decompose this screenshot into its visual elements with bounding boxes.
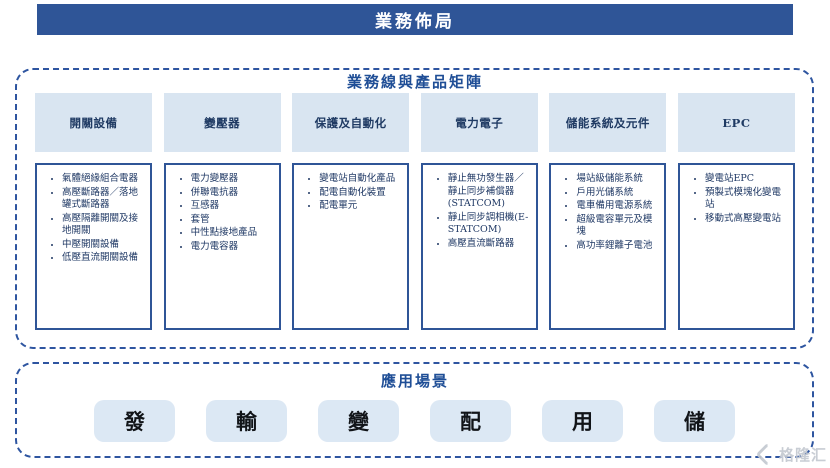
product-item: 超級電容單元及模塊 bbox=[576, 214, 661, 239]
matrix-columns: 開關設備 氣體絕緣組合電器 高壓斷路器／落地罐式斷路器 高壓隔離開關及接地開關 … bbox=[35, 93, 795, 330]
product-item: 氣體絕緣組合電器 bbox=[62, 173, 147, 186]
scenario-section-title: 應用場景 bbox=[380, 372, 449, 390]
product-item: 中性點接地產品 bbox=[191, 227, 276, 240]
column-header: 電力電子 bbox=[420, 93, 538, 152]
column-header: EPC bbox=[677, 93, 795, 152]
product-item: 場站級儲能系統 bbox=[576, 173, 661, 186]
scenario-tile-transmission: 輸 bbox=[206, 400, 287, 442]
scenario-tile-distribution: 配 bbox=[430, 400, 511, 442]
matrix-column-protection-automation: 保護及自動化 變電站自動化產品 配電自動化裝置 配電單元 bbox=[292, 93, 410, 330]
product-item: 高功率鋰離子電池 bbox=[576, 240, 661, 253]
product-item: 電力電容器 bbox=[191, 241, 276, 254]
product-item: 靜止無功發生器／靜止同步補償器(STATCOM) bbox=[448, 173, 533, 211]
scenario-tile-transformation: 變 bbox=[318, 400, 399, 442]
matrix-column-transformers: 變壓器 電力變壓器 併聯電抗器 互感器 套管 中性點接地產品 電力電容器 bbox=[163, 93, 281, 330]
product-item: 戶用光儲系統 bbox=[576, 187, 661, 200]
matrix-column-energy-storage: 儲能系統及元件 場站級儲能系統 戶用光儲系統 電車備用電源系統 超級電容單元及模… bbox=[549, 93, 667, 330]
scenario-tile-generation: 發 bbox=[94, 400, 175, 442]
column-product-list: 變電站EPC 預製式模塊化變電站 移動式高壓變電站 bbox=[677, 163, 795, 330]
product-item: 變電站EPC bbox=[705, 173, 790, 186]
page-title-banner: 業務佈局 bbox=[37, 4, 793, 35]
column-header: 開關設備 bbox=[35, 93, 152, 152]
column-header: 保護及自動化 bbox=[292, 93, 410, 152]
scenario-tile-utilization: 用 bbox=[542, 400, 623, 442]
matrix-column-epc: EPC 變電站EPC 預製式模塊化變電站 移動式高壓變電站 bbox=[677, 93, 795, 330]
product-item: 低壓直流開關設備 bbox=[62, 252, 147, 265]
product-item: 套管 bbox=[191, 214, 276, 227]
matrix-column-power-electronics: 電力電子 靜止無功發生器／靜止同步補償器(STATCOM) 靜止同步調相機(E-… bbox=[420, 93, 538, 330]
product-item: 中壓開關設備 bbox=[62, 239, 147, 252]
matrix-section-border bbox=[15, 68, 814, 349]
product-item: 高壓斷路器／落地罐式斷路器 bbox=[62, 187, 147, 212]
product-item: 電力變壓器 bbox=[191, 173, 276, 186]
matrix-column-switchgear: 開關設備 氣體絕緣組合電器 高壓斷路器／落地罐式斷路器 高壓隔離開關及接地開關 … bbox=[35, 93, 152, 330]
column-header: 變壓器 bbox=[163, 93, 281, 152]
product-item: 靜止同步調相機(E-STATCOM) bbox=[448, 212, 533, 237]
product-item: 變電站自動化產品 bbox=[319, 173, 404, 186]
matrix-section-title: 業務線與產品矩陣 bbox=[346, 73, 483, 91]
column-product-list: 變電站自動化產品 配電自動化裝置 配電單元 bbox=[292, 163, 410, 330]
gelonghui-logo-icon bbox=[755, 442, 780, 467]
scenario-section-border bbox=[15, 362, 814, 458]
page-title: 業務佈局 bbox=[375, 12, 455, 32]
product-item: 預製式模塊化變電站 bbox=[705, 187, 790, 212]
product-item: 電車備用電源系統 bbox=[576, 200, 661, 213]
column-product-list: 場站級儲能系統 戶用光儲系統 電車備用電源系統 超級電容單元及模塊 高功率鋰離子… bbox=[549, 163, 667, 330]
product-item: 高壓隔離開關及接地開關 bbox=[62, 213, 147, 238]
scenario-tile-storage: 儲 bbox=[654, 400, 735, 442]
product-item: 併聯電抗器 bbox=[191, 187, 276, 200]
column-header: 儲能系統及元件 bbox=[549, 93, 667, 152]
watermark-text: 格隆汇 bbox=[778, 446, 827, 464]
column-product-list: 靜止無功發生器／靜止同步補償器(STATCOM) 靜止同步調相機(E-STATC… bbox=[420, 163, 538, 330]
product-item: 配電單元 bbox=[319, 200, 404, 213]
product-item: 配電自動化裝置 bbox=[319, 187, 404, 200]
product-item: 高壓直流斷路器 bbox=[448, 238, 533, 251]
column-product-list: 電力變壓器 併聯電抗器 互感器 套管 中性點接地產品 電力電容器 bbox=[163, 163, 281, 330]
product-item: 移動式高壓變電站 bbox=[705, 213, 790, 226]
watermark: 格隆汇 bbox=[755, 442, 827, 467]
scenario-tiles: 發 輸 變 配 用 儲 bbox=[15, 400, 814, 442]
column-product-list: 氣體絕緣組合電器 高壓斷路器／落地罐式斷路器 高壓隔離開關及接地開關 中壓開關設… bbox=[35, 163, 152, 330]
product-item: 互感器 bbox=[191, 200, 276, 213]
